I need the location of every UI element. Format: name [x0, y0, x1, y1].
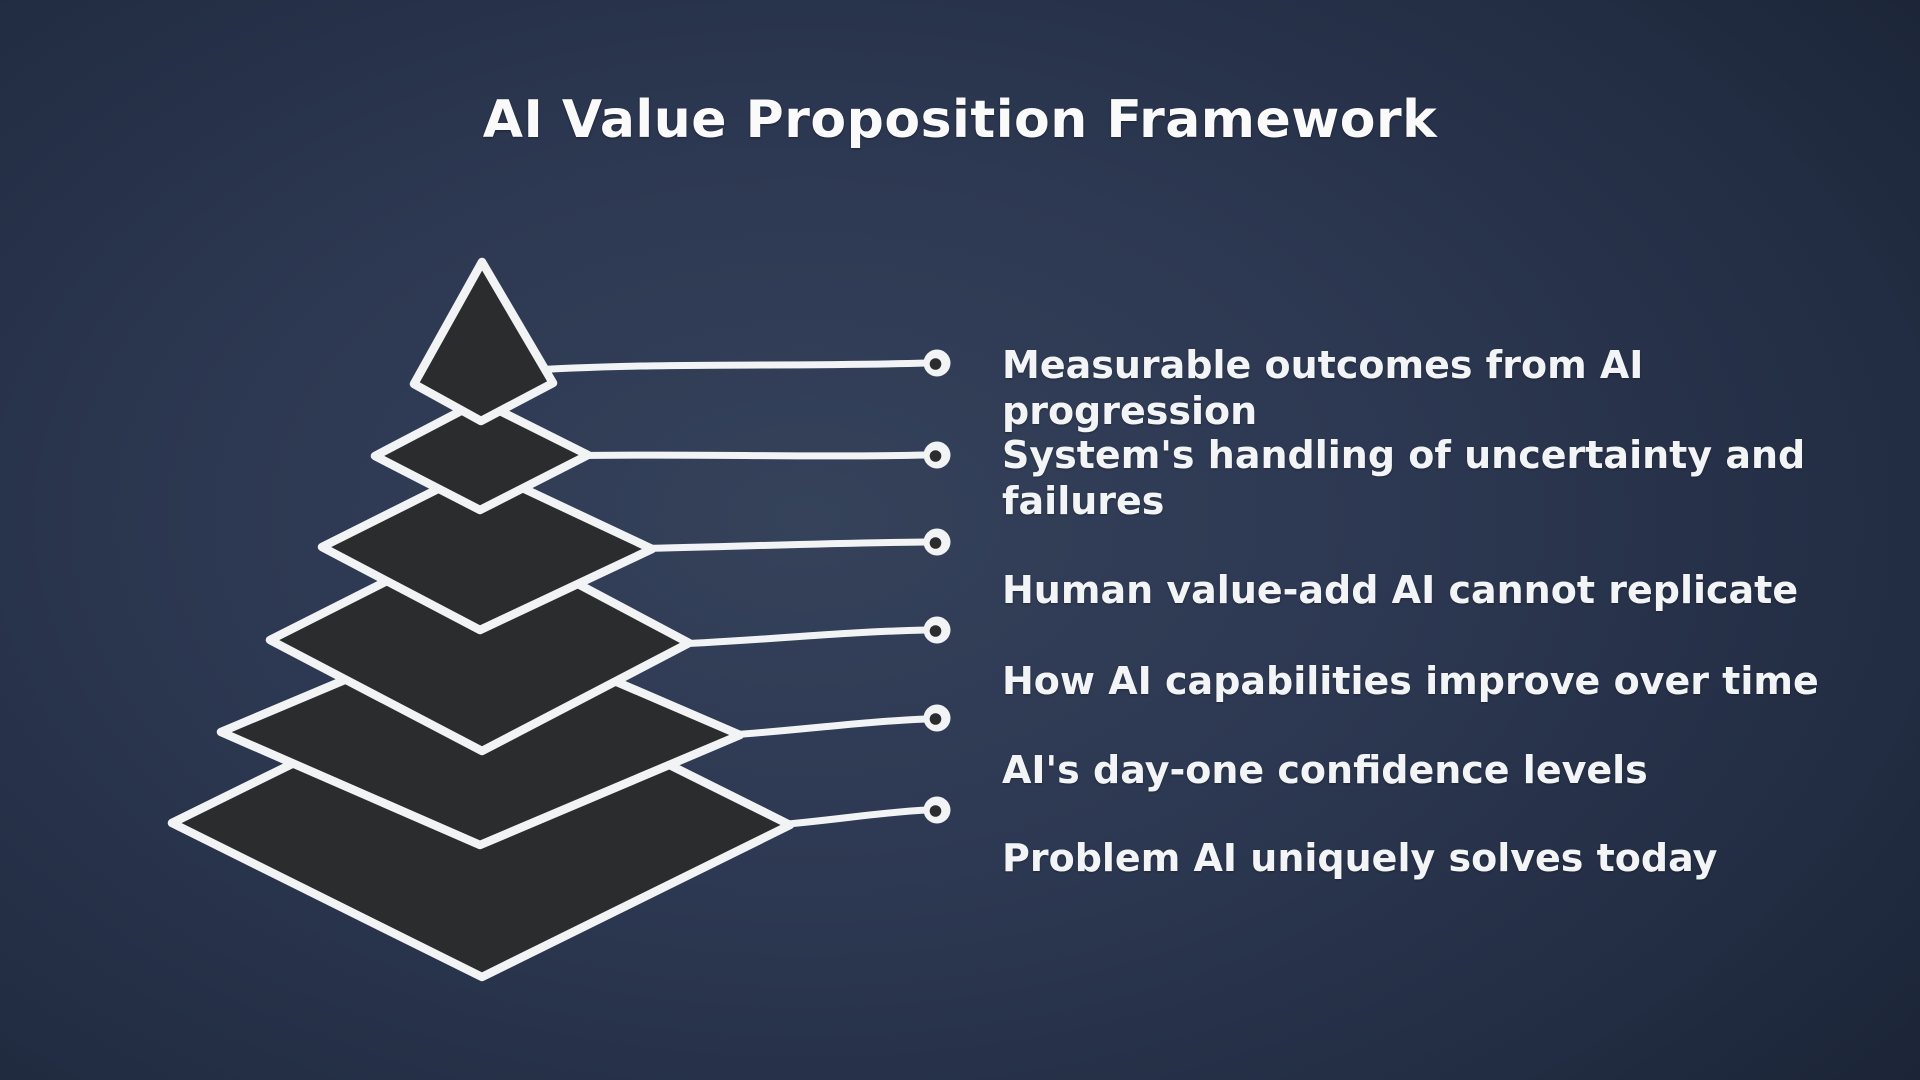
pyramid: [167, 257, 795, 982]
connector-line-4: [652, 626, 930, 649]
connector-dot-5: [923, 704, 951, 732]
connector-line-1: [514, 359, 930, 375]
level-label-4: How AI capabilities improve over time: [1002, 659, 1819, 703]
level-label-1: Measurable outcomes from AI progression: [1002, 343, 1644, 433]
connector-lines: [514, 359, 930, 831]
connector-dots: [923, 349, 951, 824]
connector-dot-3: [923, 528, 951, 556]
connector-dot-4: [923, 616, 951, 644]
connector-line-2: [554, 451, 930, 460]
connector-dot-6: [923, 796, 951, 824]
page-title: AI Value Proposition Framework: [482, 90, 1438, 150]
level-label-5: AI's day-one confidence levels: [1002, 748, 1648, 792]
level-label-3: Human value-add AI cannot replicate: [1002, 568, 1799, 612]
pyramid-level-2-shape: [370, 396, 593, 515]
connector-dot-1: [923, 349, 951, 377]
pyramid-level-4-shape: [265, 528, 694, 756]
level-label-6: Problem AI uniquely solves today: [1002, 836, 1718, 880]
connector-dot-2: [923, 441, 951, 469]
pyramid-level-3-shape: [317, 463, 657, 635]
pyramid-level-1-shape: [409, 257, 558, 426]
connector-line-3: [612, 538, 930, 553]
level-label-2: System's handling of uncertainty and fai…: [1002, 433, 1806, 523]
